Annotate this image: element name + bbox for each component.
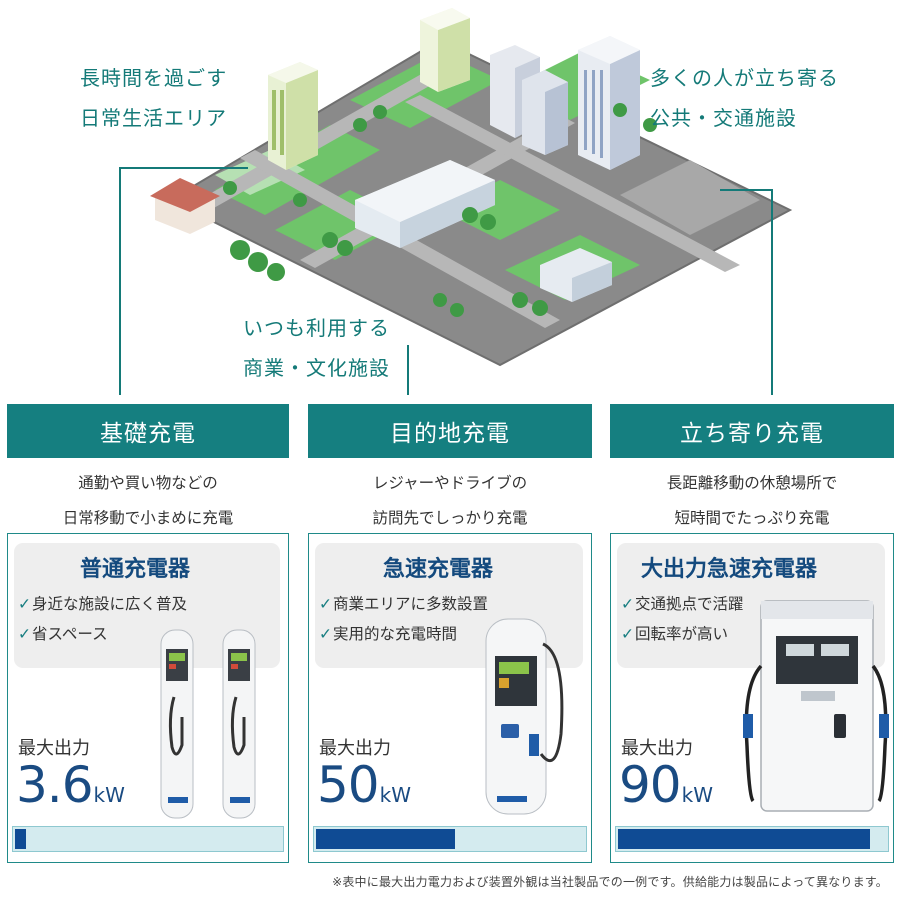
feature-item: ✓交通拠点で活躍 xyxy=(621,592,744,614)
check-icon: ✓ xyxy=(18,625,31,643)
desc-line: 訪問先でしっかり充電 xyxy=(372,509,528,527)
feature-text: 省スペース xyxy=(32,625,108,643)
feature-text: 身近な施設に広く普及 xyxy=(32,595,188,613)
hpc-charger-icon xyxy=(743,600,889,812)
header-destination-charging: 目的地充電 xyxy=(308,404,592,458)
max-output-label: 最大出力 xyxy=(319,738,391,759)
max-output-value: 3.6kW xyxy=(16,756,125,814)
max-output-label: 最大出力 xyxy=(621,738,693,759)
feature-item: ✓身近な施設に広く普及 xyxy=(18,592,187,614)
feature-item: ✓商業エリアに多数設置 xyxy=(319,592,488,614)
feature-item: ✓実用的な充電時間 xyxy=(319,622,457,644)
card-quick-charger: 急速充電器 ✓商業エリアに多数設置 ✓実用的な充電時間 最大出力 50kW xyxy=(308,533,592,863)
output-bar xyxy=(313,826,587,852)
output-bar-fill xyxy=(618,829,870,849)
output-bar xyxy=(615,826,889,852)
feature-text: 実用的な充電時間 xyxy=(333,625,458,643)
check-icon: ✓ xyxy=(18,595,31,613)
check-icon: ✓ xyxy=(621,625,634,643)
card-normal-charger: 普通充電器 ✓身近な施設に広く普及 ✓省スペース 最大出力 3.6kW xyxy=(7,533,289,863)
max-output-value: 50kW xyxy=(317,756,411,814)
power-unit: kW xyxy=(681,783,713,807)
desc-line: 通勤や買い物などの xyxy=(78,474,218,492)
power-unit: kW xyxy=(379,783,411,807)
caption-residential-area: 長時間を過ごす 日常生活エリア xyxy=(80,58,227,138)
card-title: 普通充電器 xyxy=(80,557,191,582)
caption-line: 商業・文化施設 xyxy=(243,356,390,380)
quick-charger-icon xyxy=(485,618,564,815)
feature-text: 交通拠点で活躍 xyxy=(635,595,744,613)
card-title: 大出力急速充電器 xyxy=(641,557,818,582)
normal-charger-icon xyxy=(160,629,256,819)
desc-line: レジャーやドライブの xyxy=(372,474,528,492)
desc-line: 短時間でたっぷり充電 xyxy=(674,509,830,527)
feature-text: 回転率が高い xyxy=(635,625,729,643)
output-bar-fill xyxy=(15,829,26,849)
card-title: 急速充電器 xyxy=(383,557,494,582)
output-bar-fill xyxy=(316,829,456,849)
desc-line: 長距離移動の休憩場所で xyxy=(666,474,838,492)
caption-line: いつも利用する xyxy=(243,316,390,340)
power-number: 90 xyxy=(619,756,682,814)
footnote: ※表中に最大出力電力および装置外観は当社製品での一例です。供給能力は製品によって… xyxy=(332,875,888,889)
output-bar xyxy=(12,826,284,852)
max-output-label: 最大出力 xyxy=(18,738,90,759)
caption-line: 公共・交通施設 xyxy=(650,106,797,130)
card-hpc-charger: 大出力急速充電器 ✓交通拠点で活躍 ✓回転率が高い 最大出力 90kW xyxy=(610,533,894,863)
max-output-value: 90kW xyxy=(619,756,713,814)
check-icon: ✓ xyxy=(319,595,332,613)
caption-public-transport: 多くの人が立ち寄る 公共・交通施設 xyxy=(650,58,839,138)
desc-line: 日常移動で小まめに充電 xyxy=(62,509,234,527)
caption-line: 多くの人が立ち寄る xyxy=(650,66,839,90)
feature-item: ✓回転率が高い xyxy=(621,622,728,644)
power-unit: kW xyxy=(93,783,125,807)
desc-basic-charging: 通勤や買い物などの 日常移動で小まめに充電 xyxy=(7,466,289,536)
caption-line: 長時間を過ごす xyxy=(80,66,228,90)
feature-text: 商業エリアに多数設置 xyxy=(333,595,489,613)
check-icon: ✓ xyxy=(319,625,332,643)
feature-item: ✓省スペース xyxy=(18,622,108,644)
desc-destination-charging: レジャーやドライブの 訪問先でしっかり充電 xyxy=(308,466,592,536)
city-illustration xyxy=(119,8,793,395)
power-number: 3.6 xyxy=(16,756,94,814)
header-basic-charging: 基礎充電 xyxy=(7,404,289,458)
check-icon: ✓ xyxy=(621,595,634,613)
desc-stopover-charging: 長距離移動の休憩場所で 短時間でたっぷり充電 xyxy=(610,466,894,536)
power-number: 50 xyxy=(317,756,380,814)
caption-commercial-culture: いつも利用する 商業・文化施設 xyxy=(243,308,390,388)
header-stopover-charging: 立ち寄り充電 xyxy=(610,404,894,458)
caption-line: 日常生活エリア xyxy=(80,106,227,130)
